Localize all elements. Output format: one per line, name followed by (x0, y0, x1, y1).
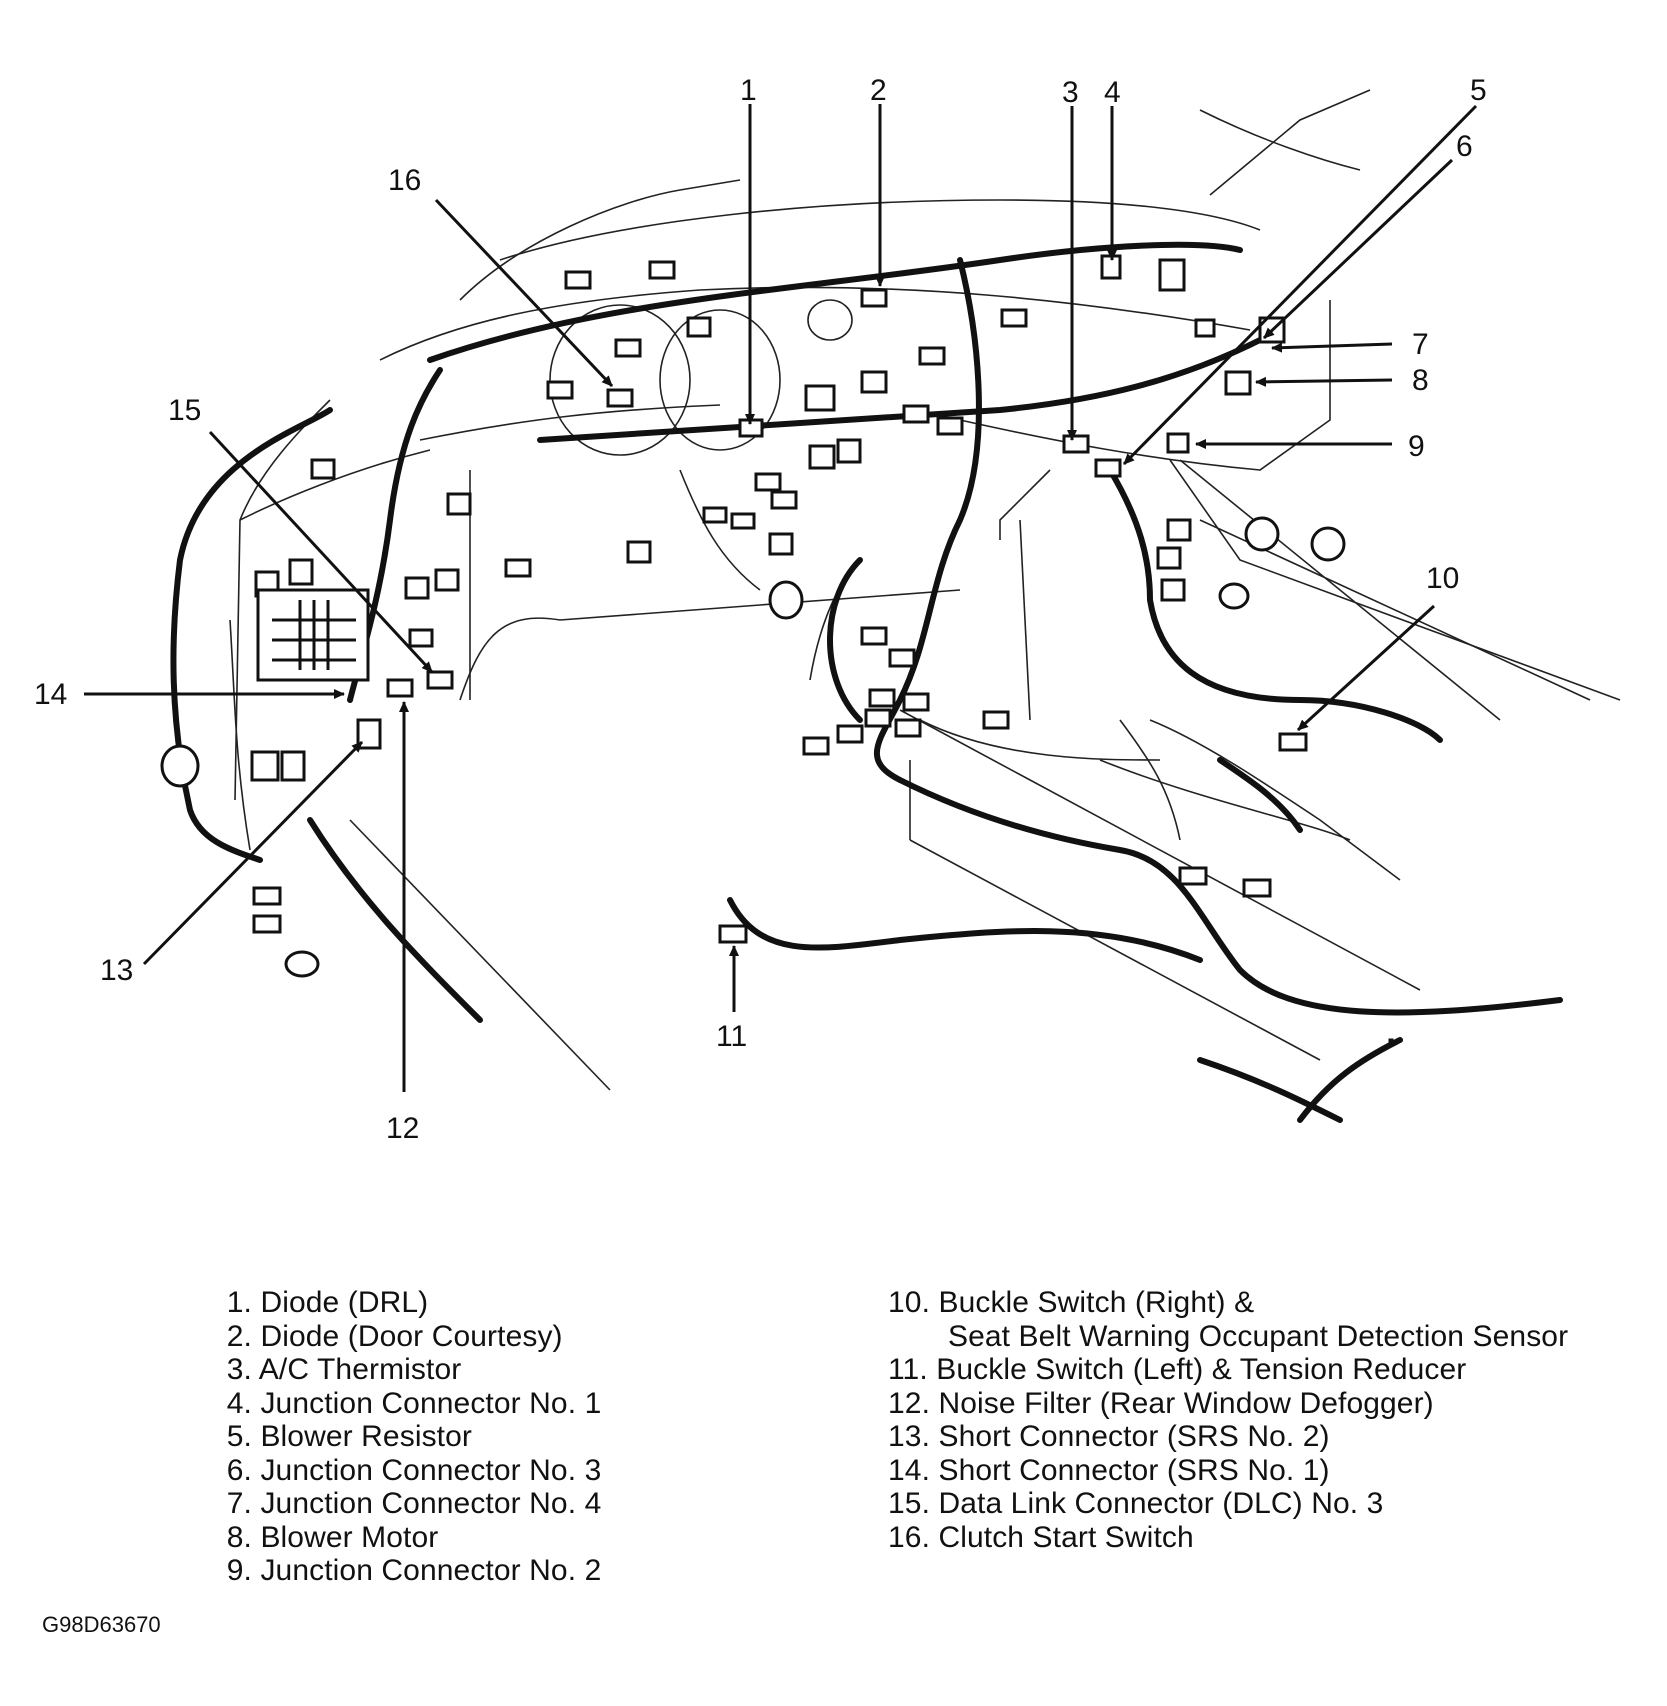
legend-left-column: 1. Diode (DRL) 2. Diode (Door Courtesy) … (222, 1286, 602, 1588)
legend-item: 7. Junction Connector No. 4 (226, 1487, 602, 1520)
junction-block (256, 588, 370, 682)
legend-item: 9. Junction Connector No. 2 (226, 1554, 602, 1587)
legend-item: 4. Junction Connector No. 1 (226, 1386, 602, 1420)
legend-item: 1. Diode (DRL) (226, 1286, 429, 1319)
legend-item: 2. Diode (Door Courtesy) (226, 1319, 563, 1353)
legend-item: 10. Buckle Switch (Right) &Seat Belt War… (888, 1286, 1569, 1353)
legend-item: 16. Clutch Start Switch (888, 1520, 1194, 1554)
callout-15: 15 (168, 394, 201, 427)
wire-harness (170, 241, 1563, 1123)
callout-12: 12 (386, 1112, 419, 1145)
leader-lines (84, 104, 1478, 1092)
callout-6: 6 (1456, 130, 1473, 163)
legend-item: 14. Short Connector (SRS No. 1) (888, 1453, 1330, 1487)
callout-4: 4 (1104, 76, 1121, 109)
connectors (250, 254, 1394, 1044)
callout-5: 5 (1470, 74, 1487, 107)
callout-7: 7 (1412, 328, 1429, 361)
callout-13: 13 (100, 954, 133, 987)
callout-16: 16 (388, 164, 421, 197)
dashboard-outline (229, 89, 1621, 1091)
legend-right-column: 10. Buckle Switch (Right) &Seat Belt War… (888, 1286, 1568, 1554)
callout-2: 2 (870, 74, 887, 107)
figure-id: G98D63670 (42, 1612, 161, 1637)
callout-3: 3 (1062, 76, 1079, 109)
wiring-harness-diagram: 1 2 3 4 5 6 7 8 9 10 11 12 13 14 15 16 (34, 74, 1621, 1145)
legend-item: 11. Buckle Switch (Left) & Tension Reduc… (888, 1353, 1467, 1386)
callout-numbers: 1 2 3 4 5 6 7 8 9 10 11 12 13 14 15 16 (34, 74, 1487, 1145)
legend-item: 12. Noise Filter (Rear Window Defogger) (888, 1386, 1434, 1420)
legend-item: 13. Short Connector (SRS No. 2) (888, 1420, 1330, 1453)
callout-9: 9 (1408, 430, 1425, 463)
legend-item: 6. Junction Connector No. 3 (226, 1453, 602, 1487)
callout-14: 14 (34, 678, 67, 711)
legend-item: 8. Blower Motor (226, 1520, 439, 1554)
legend-item: 5. Blower Resistor (226, 1420, 472, 1453)
gauge-cluster (549, 299, 853, 456)
callout-8: 8 (1412, 364, 1429, 397)
callout-10: 10 (1426, 562, 1459, 595)
callout-1: 1 (740, 74, 757, 107)
callout-11: 11 (716, 1020, 747, 1053)
grommets (160, 516, 1346, 978)
legend-item: 15. Data Link Connector (DLC) No. 3 (888, 1487, 1384, 1520)
legend-item: 3. A/C Thermistor (226, 1353, 462, 1386)
